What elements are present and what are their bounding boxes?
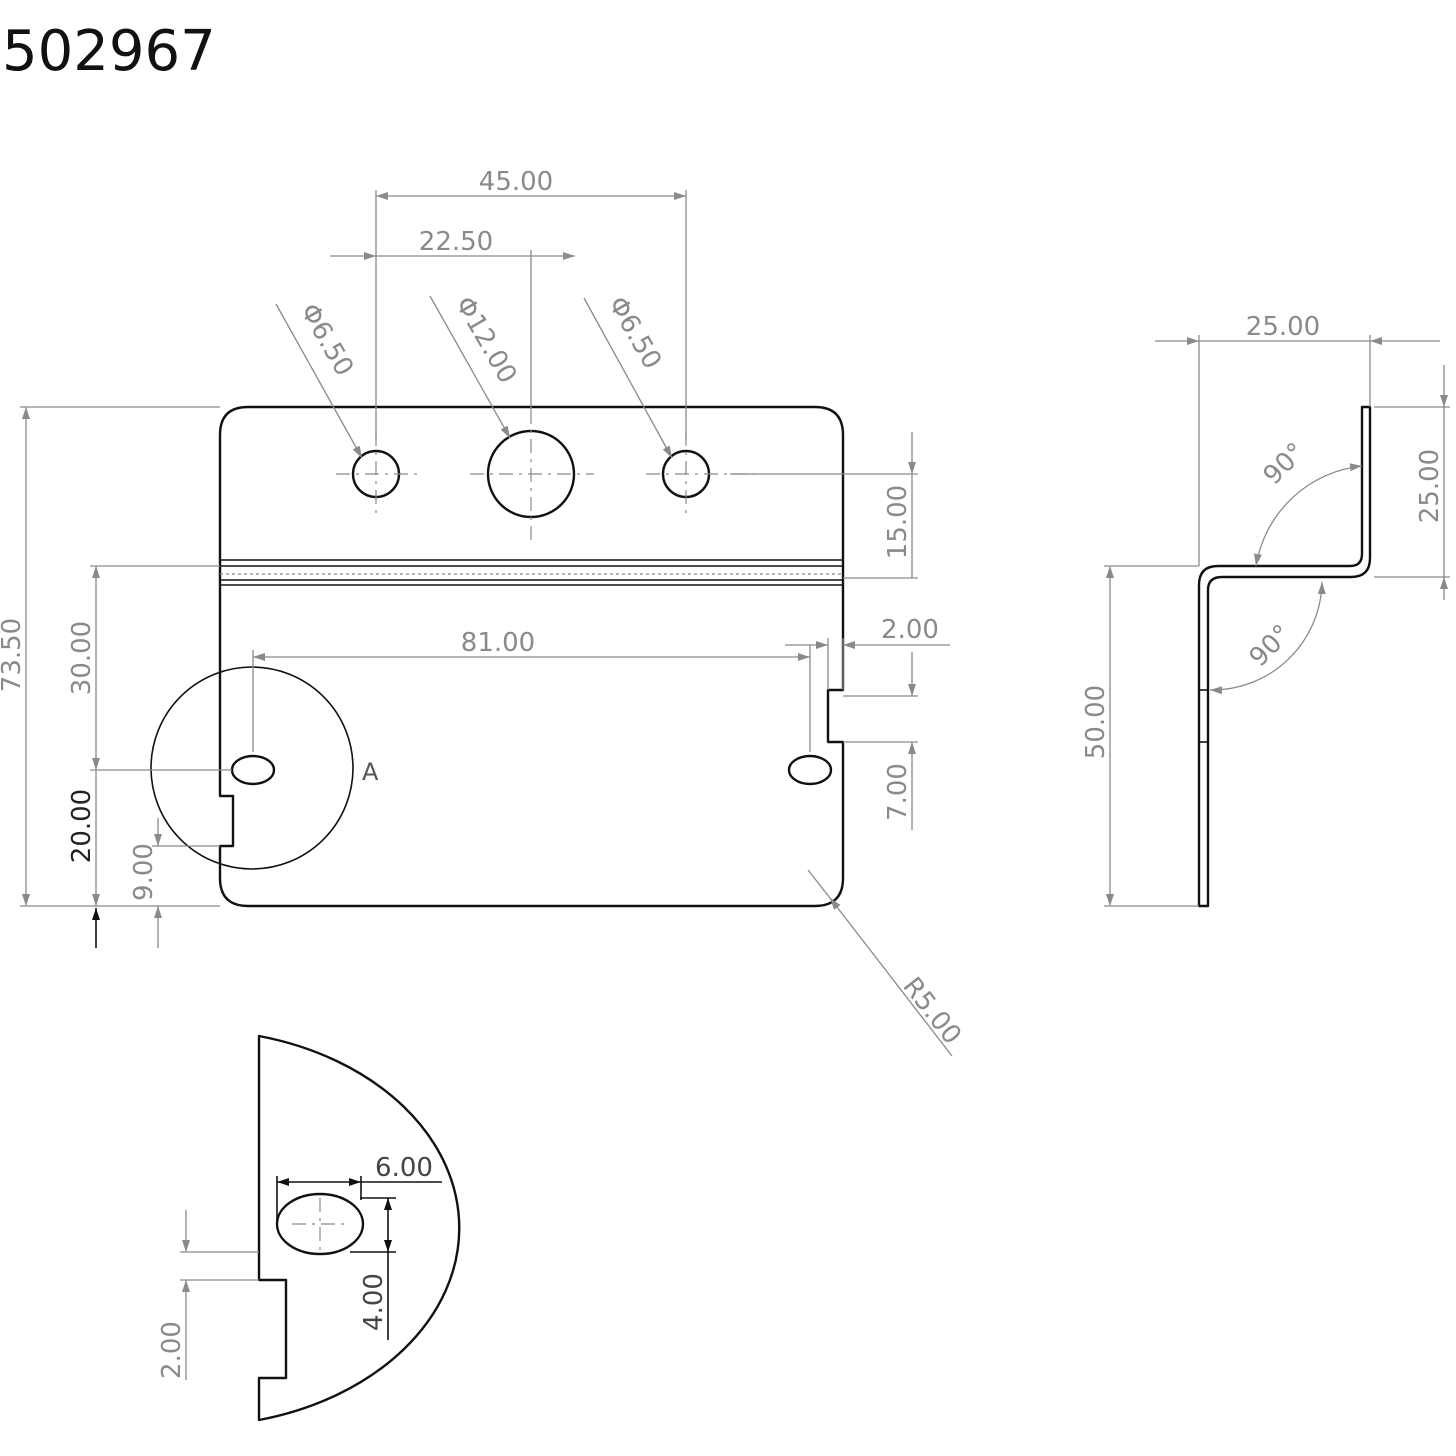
leader-dia-right (583, 297, 673, 459)
detail-slot (275, 1192, 365, 1256)
dim-text-2-detail: 2.00 (157, 1321, 187, 1379)
angle-arc-lower (1209, 581, 1326, 695)
dim-text-dia-right: Φ6.50 (602, 292, 667, 375)
leader-radius-ext (807, 869, 831, 899)
leader-dia-center (429, 295, 511, 439)
dim-text-7: 7.00 (883, 763, 913, 821)
dim-text-2-front: 2.00 (881, 615, 939, 645)
dim-text-9: 9.00 (129, 843, 159, 901)
front-outline (218, 405, 845, 908)
detail-outline (257, 1034, 461, 1422)
dim-text-4: 4.00 (359, 1273, 389, 1331)
dim-text-angle-lower: 90° (1244, 619, 1298, 673)
dim-text-angle-upper: 90° (1258, 437, 1312, 491)
detail-view-a: 6.00 4.00 2.00 (157, 1034, 461, 1422)
slot-right (787, 754, 833, 786)
leader-dia-left (275, 303, 363, 459)
leader-radius (829, 897, 953, 1057)
dim-text-73: 73.50 (0, 618, 27, 692)
slot-left (230, 754, 276, 786)
front-view: A 45.00 22.50 Φ6.50 Φ12.00 Φ6.50 73.50 3… (0, 167, 967, 1057)
side-view: 25.00 25.00 50.00 90° 90° (1081, 312, 1450, 908)
dim-text-50: 50.00 (1081, 685, 1111, 759)
dim-text-81: 81.00 (461, 628, 535, 658)
dim-text-22: 22.50 (419, 227, 493, 257)
detail-label-a: A (362, 758, 379, 786)
dim-text-25h: 25.00 (1415, 449, 1445, 523)
dim-text-30: 30.00 (67, 621, 97, 695)
dim-text-20: 20.00 (67, 789, 97, 863)
dim-text-6: 6.00 (375, 1153, 433, 1183)
detail-circle-a (150, 666, 354, 870)
dim-text-15: 15.00 (883, 485, 913, 559)
dim-text-25w: 25.00 (1246, 312, 1320, 342)
dim-text-45: 45.00 (479, 167, 553, 197)
dim-text-dia-left: Φ6.50 (294, 299, 359, 382)
angle-arc-upper (1253, 463, 1363, 567)
dim-text-dia-center: Φ12.00 (449, 292, 522, 389)
part-number: 502967 (2, 19, 216, 84)
dim-text-radius: R5.00 (896, 972, 966, 1050)
